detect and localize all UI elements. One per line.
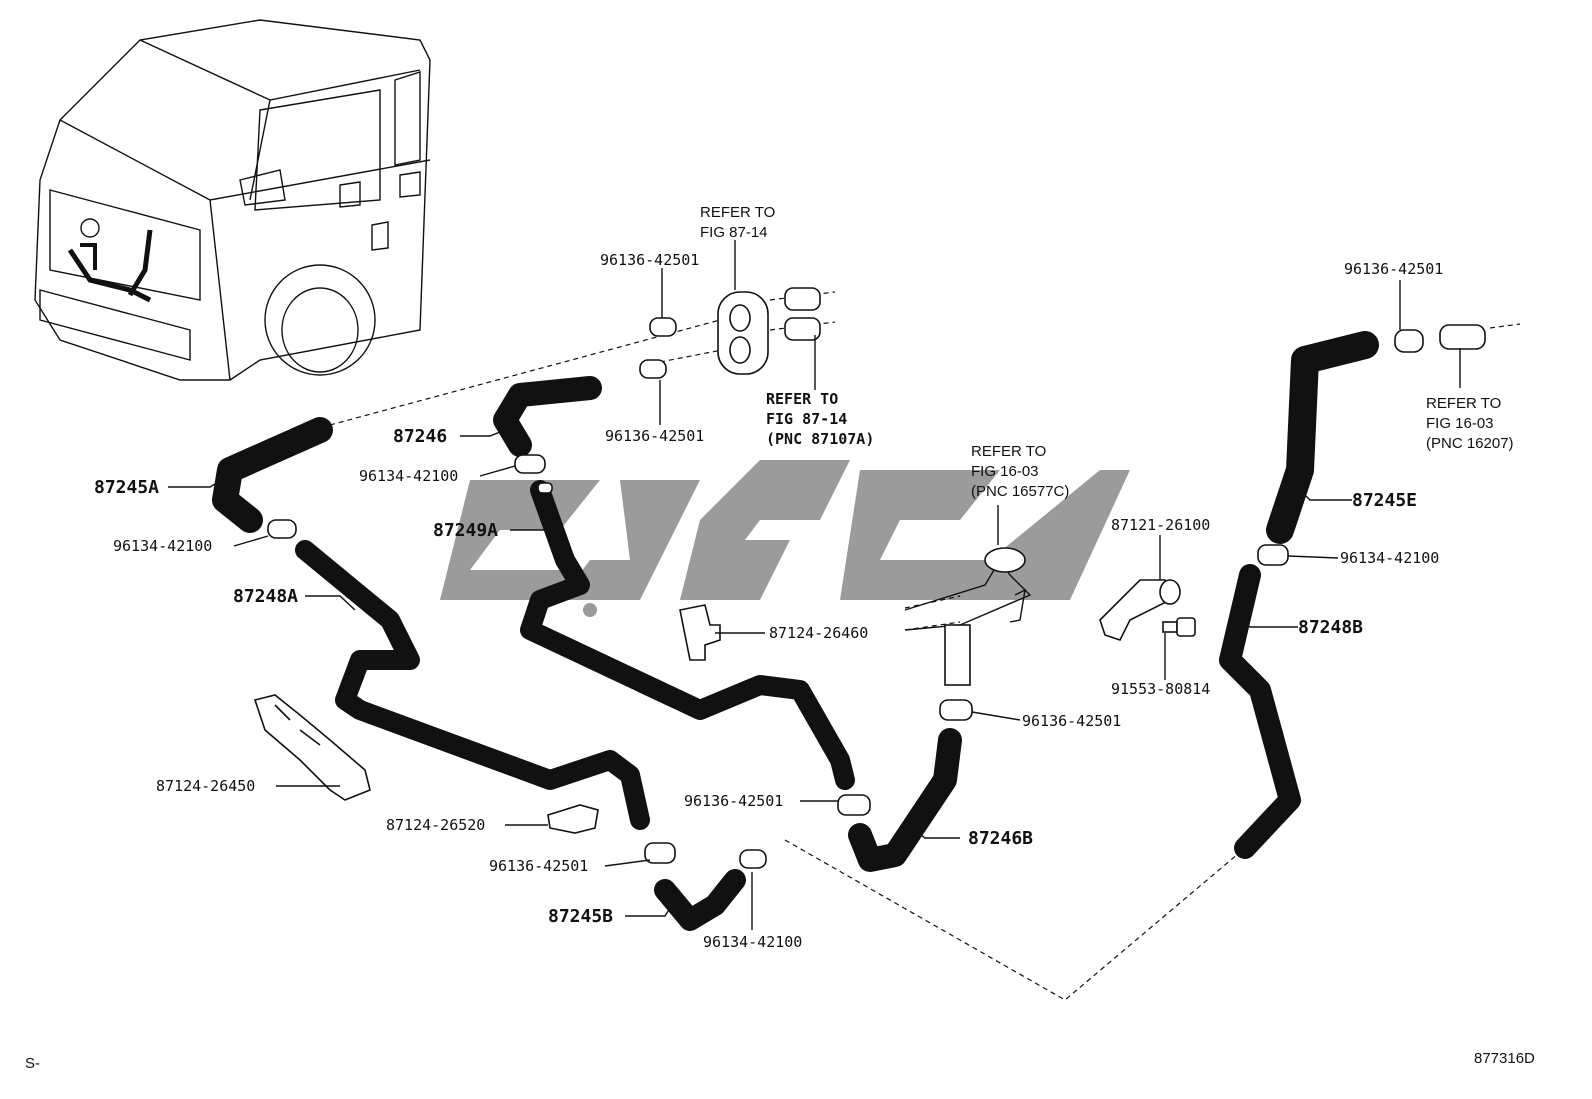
label-clamp-96134-a: 96134-42100 bbox=[359, 467, 458, 485]
label-clamp-96136-right: 96136-42501 bbox=[1344, 260, 1443, 278]
label-bolt-91553: 91553-80814 bbox=[1111, 680, 1210, 698]
label-hose-87248A: 87248A bbox=[233, 586, 298, 607]
label-clamp-96136-top2: 96136-42501 bbox=[605, 427, 704, 445]
label-clamp-96136-d: 96136-42501 bbox=[684, 792, 783, 810]
hose-87248B bbox=[1219, 564, 1301, 859]
clip-87124-26460-shape bbox=[679, 604, 721, 661]
refer-87-14-bot-line3: (PNC 87107A) bbox=[766, 430, 874, 448]
van-illustration bbox=[34, 19, 431, 381]
refer-16-03-mid-line1: REFER TO bbox=[971, 443, 1046, 460]
refer-16-03-right-line2: FIG 16-03 bbox=[1426, 415, 1494, 432]
label-bracket-87121: 87121-26100 bbox=[1111, 516, 1210, 534]
pipe-stubs bbox=[784, 287, 1486, 350]
bracket-87124-26450-shape bbox=[253, 694, 371, 801]
hose-87246B bbox=[848, 728, 962, 872]
grommet bbox=[717, 291, 769, 375]
label-hose-87248B: 87248B bbox=[1298, 617, 1363, 638]
refer-87-14-top-line2: FIG 87-14 bbox=[700, 224, 768, 241]
hose-87246 bbox=[493, 376, 602, 457]
label-clip-87124-26460: 87124-26460 bbox=[769, 624, 868, 642]
label-clamp-96134-right: 96134-42100 bbox=[1340, 549, 1439, 567]
refer-16-03-mid-line3: (PNC 16577C) bbox=[971, 483, 1069, 500]
label-hose-87249A: 87249A bbox=[433, 520, 498, 541]
bracket-87121-shape bbox=[1099, 579, 1181, 641]
label-hose-87245A: 87245A bbox=[94, 477, 159, 498]
corner-label-left: S- bbox=[25, 1055, 40, 1072]
refer-16-03-right-line3: (PNC 16207) bbox=[1426, 435, 1514, 452]
label-clip-87124-26520: 87124-26520 bbox=[386, 816, 485, 834]
label-hose-87246B: 87246B bbox=[968, 828, 1033, 849]
leader-lines bbox=[168, 240, 1461, 930]
refer-16-03-mid-line2: FIG 16-03 bbox=[971, 463, 1039, 480]
label-clamp-96134-b: 96134-42100 bbox=[113, 537, 212, 555]
label-hose-87246: 87246 bbox=[393, 426, 447, 447]
label-bracket-87124-26450: 87124-26450 bbox=[156, 777, 255, 795]
hose-87249A bbox=[520, 480, 855, 790]
label-clamp-96136-c: 96136-42501 bbox=[489, 857, 588, 875]
label-clamp-96134-c: 96134-42100 bbox=[703, 933, 802, 951]
clamps bbox=[267, 317, 1424, 869]
refer-16-03-right-line1: REFER TO bbox=[1426, 395, 1501, 412]
label-clamp-96136-top1: 96136-42501 bbox=[600, 251, 699, 269]
label-hose-87245E: 87245E bbox=[1352, 490, 1417, 511]
refer-87-14-bot-line1: REFER TO bbox=[766, 390, 838, 408]
hose-87248A bbox=[295, 540, 650, 830]
label-hose-87245B: 87245B bbox=[548, 906, 613, 927]
refer-87-14-top-line1: REFER TO bbox=[700, 204, 775, 221]
refer-87-14-bot-line2: FIG 87-14 bbox=[766, 410, 847, 428]
water-pipe-assembly bbox=[904, 547, 1032, 686]
label-clamp-96136-e: 96136-42501 bbox=[1022, 712, 1121, 730]
hose-87245E bbox=[1266, 331, 1379, 544]
hose-87245B bbox=[654, 869, 746, 931]
hose-87245A bbox=[212, 417, 333, 533]
clip-87124-26520-shape bbox=[547, 804, 599, 834]
part-labels: REFER TO FIG 87-14 96136-42501 96136-425… bbox=[25, 204, 1535, 1072]
diagram-code: 877316D bbox=[1474, 1050, 1535, 1067]
bolt-91553-shape bbox=[1162, 617, 1196, 637]
